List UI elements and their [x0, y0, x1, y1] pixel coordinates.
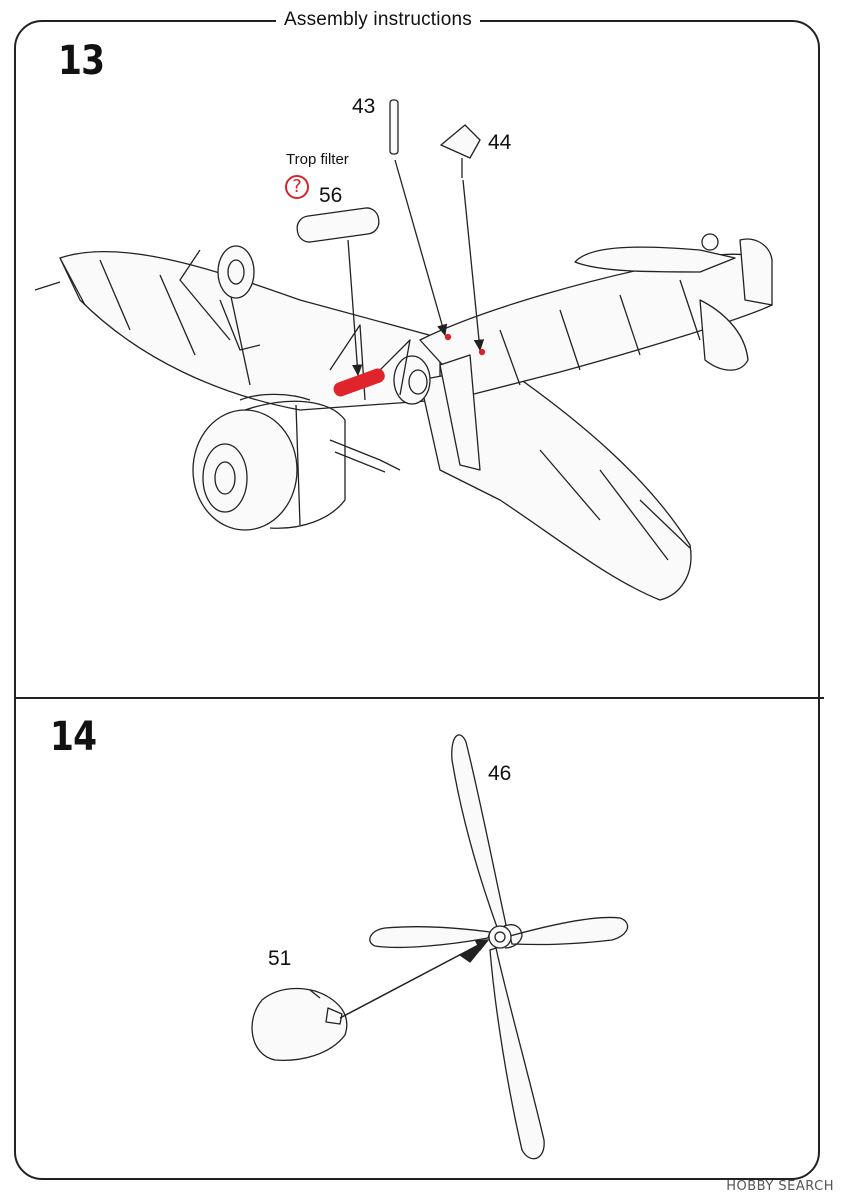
part-label-51: 51	[268, 947, 292, 970]
step-number-13: 13	[58, 38, 105, 84]
step-divider	[14, 697, 824, 699]
trop-filter-note: Trop filter	[286, 151, 349, 168]
spinner-51	[251, 987, 348, 1061]
part-label-44: 44	[488, 131, 512, 154]
propeller-46	[369, 734, 629, 1160]
trop-filter-highlight	[333, 368, 385, 397]
page-title: Assembly instructions	[276, 8, 480, 32]
part-43-drawing	[389, 99, 399, 155]
watermark: HOBBY SEARCH	[726, 1179, 834, 1194]
part-label-43: 43	[352, 95, 376, 118]
part-44-drawing	[440, 124, 481, 178]
part-label-56: 56	[319, 184, 343, 207]
leader-line-43	[394, 159, 448, 337]
aircraft-underside	[34, 233, 773, 601]
part-56-drawing	[296, 207, 380, 243]
question-mark-icon: ?	[285, 175, 309, 199]
leader-line-44	[462, 179, 485, 352]
leader-line-56	[347, 239, 363, 377]
part-label-46: 46	[488, 762, 512, 785]
step-number-14: 14	[50, 714, 97, 760]
